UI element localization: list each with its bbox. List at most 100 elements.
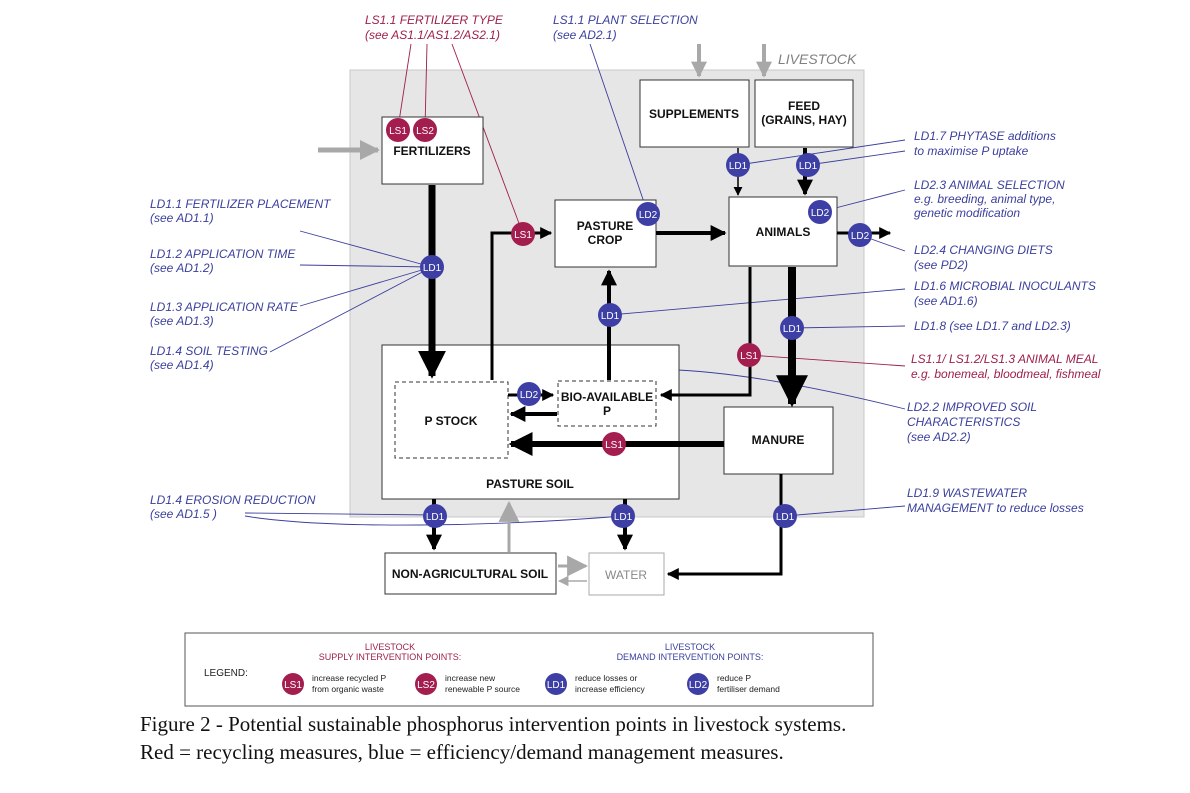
ann-ld14-1: LD1.4 SOIL TESTING: [150, 344, 268, 358]
ann-ls-meal-2: e.g. bonemeal, bloodmeal, fishmeal: [911, 367, 1101, 381]
ann-ld14e-2: (see AD1.5 ): [150, 507, 217, 521]
ls1-node-animal-meal: LS1: [737, 343, 761, 367]
feed-box: [754, 79, 854, 148]
ld1-node-supplements: LD1: [726, 153, 750, 177]
svg-text:LD2: LD2: [689, 680, 708, 691]
legend-ls1-desc-2: from organic waste: [312, 684, 384, 694]
legend-ld1-icon: [545, 673, 567, 695]
water-box: [588, 552, 665, 596]
legend-ld2-desc-1: reduce P: [717, 673, 751, 683]
legend-demand-head-2: DEMAND INTERVENTION POINTS:: [617, 652, 764, 662]
svg-text:LD1: LD1: [776, 512, 795, 523]
manure-box: [723, 406, 834, 475]
ls2-node-fertilizers: LS2: [413, 118, 437, 142]
ann-ld16-1: LD1.6 MICROBIAL INOCULANTS: [914, 279, 1096, 293]
ld2-node-soil: LD2: [517, 382, 541, 406]
legend-ld1-desc-1: reduce losses or: [575, 673, 638, 683]
p-stock-label: P STOCK: [425, 414, 478, 428]
caption-line-2: Red = recycling measures, blue = efficie…: [140, 740, 784, 764]
ann-ld22-1: LD2.2 IMPROVED SOIL: [907, 400, 1037, 414]
ann-ld18-1: LD1.8 (see LD1.7 and LD2.3): [914, 319, 1071, 333]
ann-ld23-2: e.g. breeding, animal type,: [914, 192, 1055, 206]
legend-ls2-desc-2: renewable P source: [445, 684, 520, 694]
ann-ls11-fert-type-2: (see AS1.1/AS1.2/AS2.1): [365, 28, 500, 42]
ann-ld24-1: LD2.4 CHANGING DIETS: [914, 243, 1053, 257]
svg-text:LS1: LS1: [605, 440, 623, 451]
legend-box: [184, 632, 874, 707]
legend-supply-head-1: LIVESTOCK: [365, 642, 415, 652]
ann-ld13-1: LD1.3 APPLICATION RATE: [150, 300, 299, 314]
feed-label-1: FEED: [788, 99, 820, 113]
ann-ld16-2: (see AD1.6): [914, 294, 978, 308]
ann-ls-meal-1: LS1.1/ LS1.2/LS1.3 ANIMAL MEAL: [911, 352, 1098, 366]
ann-ld22-2: CHARACTERISTICS: [907, 415, 1020, 429]
svg-text:LS1: LS1: [514, 230, 532, 241]
supplements-box: [639, 79, 750, 148]
ann-ld11-2: (see AD1.1): [150, 211, 214, 225]
leader-lines: [244, 43, 906, 526]
svg-text:LD2: LD2: [851, 231, 870, 242]
svg-text:LD2: LD2: [520, 390, 539, 401]
ld1-node-feed: LD1: [796, 153, 820, 177]
ann-ld14-2: (see AD1.4): [150, 358, 214, 372]
ann-ld17-2: to maximise P uptake: [914, 144, 1029, 158]
legend-supply-head-2: SUPPLY INTERVENTION POINTS:: [319, 652, 462, 662]
ann-ld14e-1: LD1.4 EROSION REDUCTION: [150, 493, 316, 507]
non-agricultural-soil-box: [384, 552, 557, 595]
ld2-node-animals: LD2: [808, 200, 832, 224]
ann-ld12-2: (see AD1.2): [150, 261, 214, 275]
legend-ls2-desc-1: increase new: [445, 673, 496, 683]
livestock-label: LIVESTOCK: [778, 51, 857, 67]
ann-ld23-1: LD2.3 ANIMAL SELECTION: [914, 178, 1065, 192]
ann-ld12-1: LD1.2 APPLICATION TIME: [150, 247, 296, 261]
legend-ld2-desc-2: fertiliser demand: [717, 684, 780, 694]
grey-arrows: [318, 44, 772, 587]
ann-ld23-3: genetic modification: [914, 206, 1020, 220]
svg-text:LD1: LD1: [783, 324, 802, 335]
ann-ld22-3: (see AD2.2): [907, 430, 971, 444]
legend-demand-head-1: LIVESTOCK: [665, 642, 715, 652]
figure-caption: Figure 2 - Potential sustainable phospho…: [140, 710, 846, 766]
pasture-crop-label-1: PASTURE: [577, 219, 633, 233]
ann-ls11-plant-sel-1: LS1.1 PLANT SELECTION: [553, 13, 698, 27]
ann-ld19-2: MANAGEMENT to reduce losses: [907, 501, 1084, 515]
svg-text:LD2: LD2: [639, 210, 658, 221]
legend-ls2-icon: [415, 673, 437, 695]
legend: LEGEND: LIVESTOCK SUPPLY INTERVENTION PO…: [184, 632, 874, 707]
ann-ld17-1: LD1.7 PHYTASE additions: [914, 129, 1056, 143]
svg-text:LD1: LD1: [614, 512, 633, 523]
ld1-node-erosion: LD1: [423, 504, 447, 528]
bio-available-label-2: P: [603, 404, 611, 418]
ld1-node-bio-uptake: LD1: [598, 303, 622, 327]
legend-ls1-desc-1: increase recycled P: [312, 673, 387, 683]
ld1-node-fertilizer-flow: LD1: [420, 255, 444, 279]
svg-text:LS1: LS1: [740, 351, 758, 362]
ld2-node-diets: LD2: [848, 223, 872, 247]
svg-text:LS1: LS1: [389, 126, 407, 137]
animals-label: ANIMALS: [756, 225, 811, 239]
p-stock-box: [394, 381, 509, 459]
ld1-node-water: LD1: [611, 504, 635, 528]
ls1-node-crop-path: LS1: [511, 222, 535, 246]
svg-text:LD1: LD1: [423, 263, 442, 274]
ann-ld19-1: LD1.9 WASTEWATER: [907, 486, 1027, 500]
water-label: WATER: [605, 568, 647, 582]
ld2-node-pasture-crop: LD2: [636, 202, 660, 226]
supplements-label: SUPPLEMENTS: [649, 107, 739, 121]
pasture-crop-label-2: CROP: [588, 233, 623, 247]
ls1-node-manure: LS1: [602, 432, 626, 456]
ld1-node-animals-manure: LD1: [780, 316, 804, 340]
svg-text:LD1: LD1: [426, 512, 445, 523]
ld1-node-wastewater: LD1: [773, 504, 797, 528]
ann-ld11-1: LD1.1 FERTILIZER PLACEMENT: [150, 197, 332, 211]
svg-text:LD1: LD1: [729, 161, 748, 172]
pasture-soil-label: PASTURE SOIL: [486, 477, 574, 491]
manure-label: MANURE: [752, 433, 805, 447]
svg-text:LS2: LS2: [417, 680, 435, 691]
legend-ls1-icon: [282, 673, 304, 695]
legend-ld2-icon: [687, 673, 709, 695]
svg-text:LD1: LD1: [799, 161, 818, 172]
ann-ld24-2: (see PD2): [914, 258, 968, 272]
svg-text:LD1: LD1: [601, 311, 620, 322]
